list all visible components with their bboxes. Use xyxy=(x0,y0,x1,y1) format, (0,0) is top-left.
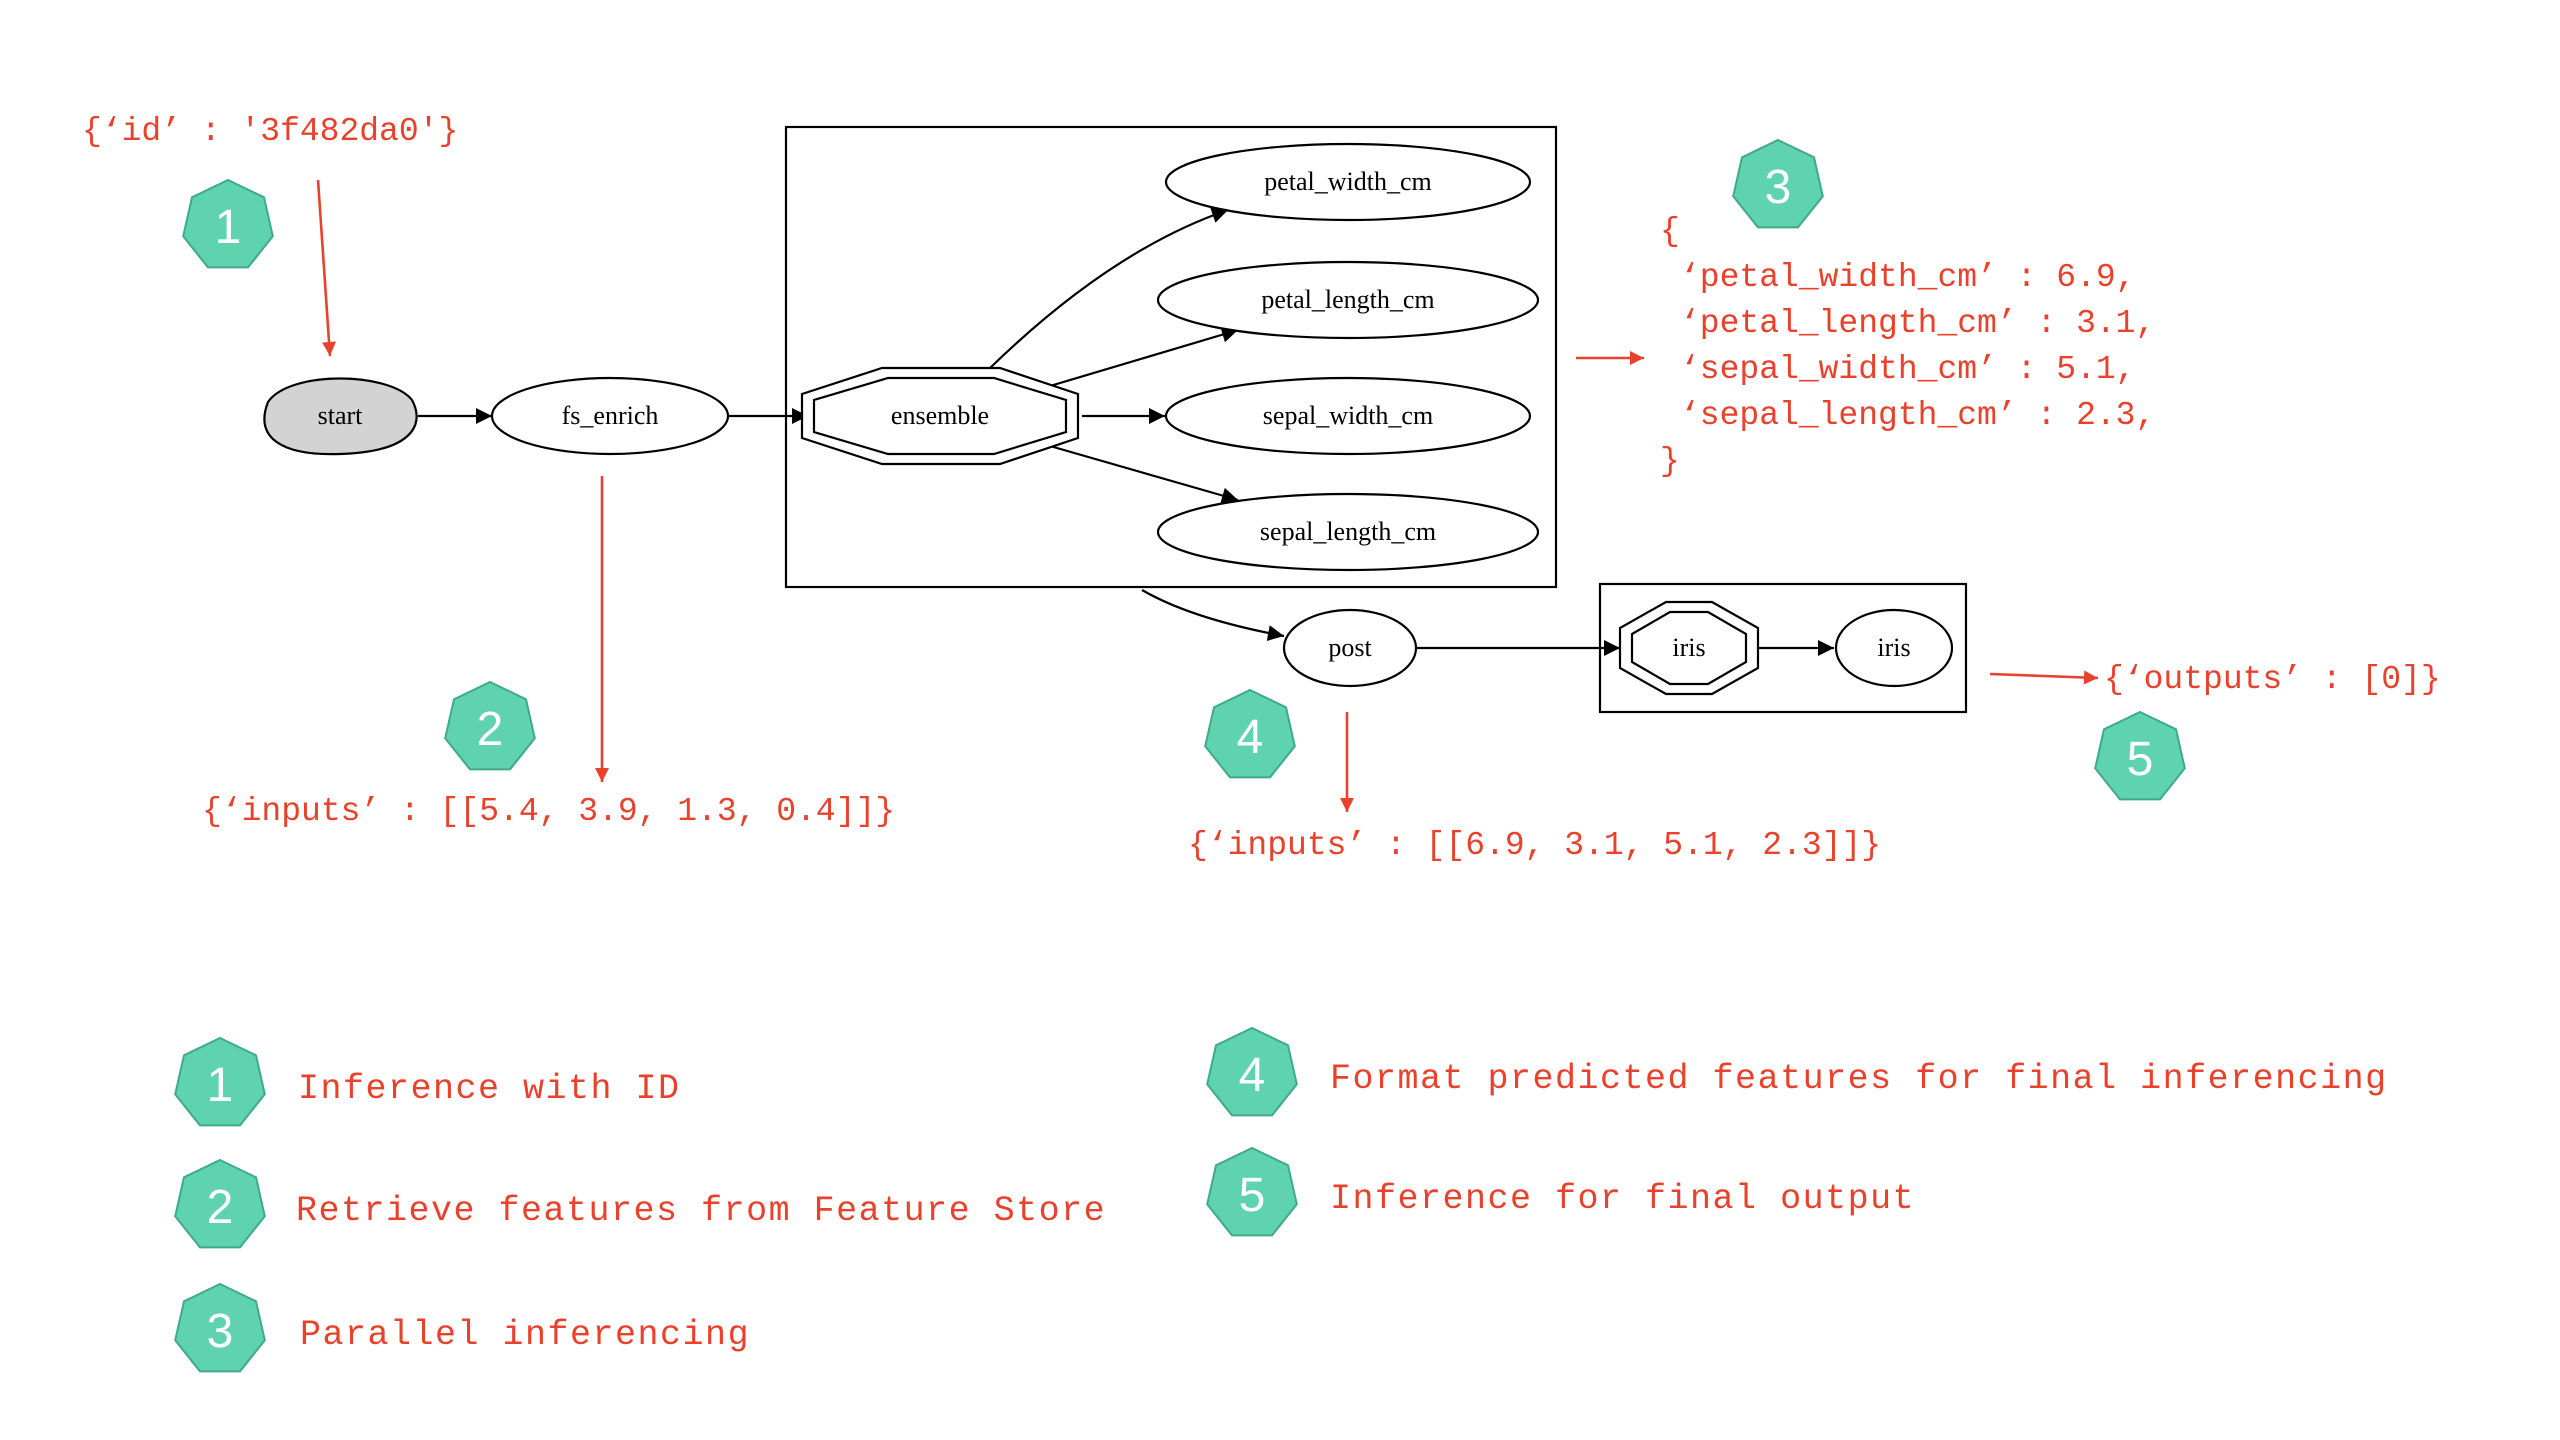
arrow-iris-to-outputs xyxy=(1989,670,2099,685)
node-petal-width-shape xyxy=(1164,142,1532,222)
node-fs-enrich: fs_enrich xyxy=(490,376,730,456)
node-sepal-width-shape xyxy=(1164,376,1532,456)
badge-number: 4 xyxy=(1237,711,1264,764)
node-ensemble-inner-shape xyxy=(812,376,1068,456)
node-sepal-length-shape xyxy=(1156,492,1540,572)
step-badge-1: 1 xyxy=(182,178,274,269)
diagram-badges: 1 2 3 4 5 xyxy=(182,138,2186,801)
node-iris-router: iris xyxy=(1618,600,1760,696)
node-fs-enrich-shape xyxy=(490,376,730,456)
ensemble-cluster xyxy=(784,125,1558,589)
annotation-feature-line: ‘sepal_width_cm’ : 5.1, xyxy=(1680,351,2135,388)
edge-ensemble-petal-length xyxy=(1049,326,1239,388)
step-badge-2: 2 xyxy=(444,680,536,771)
edge-ensemble-petal-width xyxy=(989,207,1229,369)
legend-text-4: Format predicted features for final infe… xyxy=(1330,1059,2388,1099)
badge-number: 5 xyxy=(2127,733,2154,786)
node-sepal-length: sepal_length_cm xyxy=(1156,492,1540,572)
badge-heptagon-shape xyxy=(2094,710,2186,801)
badge-number: 3 xyxy=(207,1305,234,1358)
annotation-fs-inputs: {‘inputs’ : [[5.4, 3.9, 1.3, 0.4]]} xyxy=(202,793,895,830)
legend-text-1: Inference with ID xyxy=(298,1069,681,1109)
node-iris-router-label: iris xyxy=(1672,633,1705,662)
annotation-features-open: { xyxy=(1660,213,1680,250)
badge-number: 5 xyxy=(1239,1169,1266,1222)
legend-badge-3: 3 xyxy=(174,1282,266,1373)
legend-badge-4: 4 xyxy=(1206,1026,1298,1117)
legend-text-2: Retrieve features from Feature Store xyxy=(296,1191,1106,1231)
badge-number: 2 xyxy=(207,1181,234,1234)
node-iris-model-label: iris xyxy=(1877,633,1910,662)
node-ensemble: ensemble xyxy=(800,366,1080,466)
node-iris-router-inner-shape xyxy=(1630,610,1748,686)
badge-heptagon-shape xyxy=(444,680,536,771)
step-badge-5: 5 xyxy=(2094,710,2186,801)
legend-text-5: Inference for final output xyxy=(1330,1179,1915,1219)
node-sepal-width-label: sepal_width_cm xyxy=(1263,401,1433,430)
badge-number: 1 xyxy=(215,201,242,254)
node-fs-enrich-label: fs_enrich xyxy=(562,401,659,430)
badge-heptagon-shape xyxy=(182,178,274,269)
step-badge-3: 3 xyxy=(1732,138,1824,229)
badge-heptagon-shape xyxy=(1206,1026,1298,1117)
badge-heptagon-shape xyxy=(1204,688,1296,779)
badge-heptagon-shape xyxy=(174,1158,266,1249)
node-iris-model: iris xyxy=(1834,608,1954,688)
badge-number: 2 xyxy=(477,703,504,756)
badge-heptagon-shape xyxy=(1206,1146,1298,1237)
legend-badge-1: 1 xyxy=(174,1036,266,1127)
node-petal-width-label: petal_width_cm xyxy=(1264,167,1432,196)
node-post-label: post xyxy=(1328,633,1372,662)
node-start: start xyxy=(263,377,418,456)
annotation-feature-line: ‘petal_length_cm’ : 3.1, xyxy=(1680,305,2155,342)
annotation-id-request: {‘id’ : '3f482da0'} xyxy=(82,113,458,150)
badge-number: 1 xyxy=(207,1059,234,1112)
node-iris-model-shape xyxy=(1834,608,1954,688)
legend: 1 Inference with ID 2 Retrieve features fro… xyxy=(174,1026,2388,1373)
node-petal-length-label: petal_length_cm xyxy=(1261,285,1434,314)
node-petal-length: petal_length_cm xyxy=(1156,260,1540,340)
node-petal-width: petal_width_cm xyxy=(1164,142,1532,222)
annotation-post-inputs: {‘inputs’ : [[6.9, 3.1, 5.1, 2.3]]} xyxy=(1188,827,1881,864)
annotation-features-close: } xyxy=(1660,443,1680,480)
arrow-id-to-start xyxy=(316,179,337,357)
node-ensemble-label: ensemble xyxy=(891,401,989,430)
node-sepal-width: sepal_width_cm xyxy=(1164,376,1532,456)
edge-ensemble-sepal-length xyxy=(1049,444,1239,504)
legend-text-3: Parallel inferencing xyxy=(300,1315,750,1355)
step-badge-4: 4 xyxy=(1204,688,1296,779)
annotation-feature-values: { ‘petal_width_cm’ : 6.9, ‘petal_length_… xyxy=(1660,213,2155,480)
badge-number: 4 xyxy=(1239,1049,1266,1102)
legend-badge-2: 2 xyxy=(174,1158,266,1249)
legend-badge-5: 5 xyxy=(1206,1146,1298,1237)
edge-ensemble-post xyxy=(1141,589,1285,641)
badge-heptagon-shape xyxy=(174,1036,266,1127)
badge-number: 3 xyxy=(1765,161,1792,214)
annotation-outputs: {‘outputs’ : [0]} xyxy=(2104,661,2441,698)
node-petal-length-shape xyxy=(1156,260,1540,340)
annotation-feature-line: ‘petal_width_cm’ : 6.9, xyxy=(1680,259,2135,296)
node-post: post xyxy=(1282,608,1418,688)
node-start-shape xyxy=(263,377,418,456)
node-post-shape xyxy=(1282,608,1418,688)
node-start-label: start xyxy=(318,401,364,430)
annotation-arrows xyxy=(316,179,2099,812)
graph-edges xyxy=(418,207,1834,656)
node-sepal-length-label: sepal_length_cm xyxy=(1260,517,1436,546)
annotation-feature-line: ‘sepal_length_cm’ : 2.3, xyxy=(1680,397,2155,434)
badge-heptagon-shape xyxy=(174,1282,266,1373)
badge-heptagon-shape xyxy=(1732,138,1824,229)
